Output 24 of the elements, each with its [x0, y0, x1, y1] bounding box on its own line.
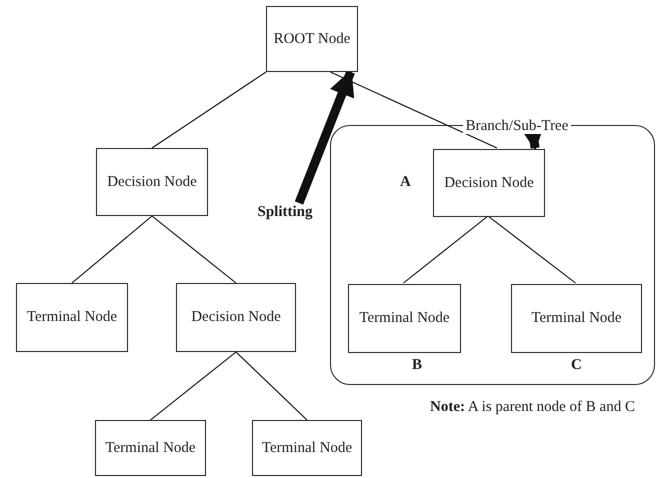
connector-line [72, 216, 152, 284]
connector-line [152, 72, 266, 148]
node-letter: B [412, 357, 422, 374]
node-letter: C [571, 357, 582, 374]
node-box: ROOT Node [266, 6, 358, 72]
connector-line [150, 352, 236, 420]
connector-line [330, 72, 498, 148]
node-box: Terminal Node [348, 284, 461, 353]
connector-line [152, 216, 236, 284]
node-box: Decision Node [96, 148, 208, 216]
callout-text: Splitting [250, 203, 320, 221]
connector-line [403, 216, 488, 284]
note-text: Note: A is parent node of B and C [430, 399, 635, 416]
node-box: Terminal Node [95, 420, 206, 476]
node-box: Decision Node [433, 149, 545, 217]
node-box: Terminal Node [252, 420, 362, 476]
node-box: Terminal Node [16, 283, 128, 352]
node-box: Terminal Node [511, 284, 642, 353]
callout-text: Branch/Sub-Tree [463, 118, 571, 134]
node-letter: A [400, 174, 411, 191]
arrow [294, 70, 355, 205]
connector-line [488, 216, 576, 284]
connector-line [236, 352, 308, 420]
node-box: Decision Node [176, 283, 296, 352]
